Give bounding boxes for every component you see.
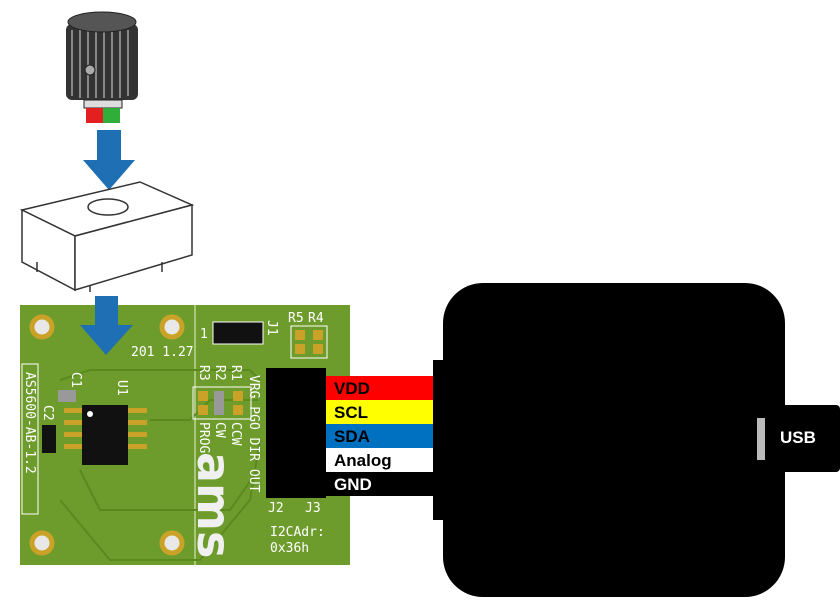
r5-label: R5 [288, 311, 304, 326]
usb-plug-metal [757, 418, 767, 460]
r3-label: R3 [196, 365, 211, 381]
prog-label: PROG [196, 422, 211, 453]
i2c-address-label: I2CAdr: [270, 525, 325, 540]
ams-logo: ams [187, 452, 241, 558]
pin1-label: 1 [200, 327, 208, 342]
r2-label: R2 [212, 365, 227, 381]
usb-plug [765, 405, 840, 472]
wire-sda [326, 424, 435, 448]
c2-label: C2 [40, 405, 55, 421]
wire-gnd [326, 472, 435, 496]
magnet-knob [66, 11, 138, 123]
r4-label: R4 [308, 311, 324, 326]
wire-vdd [326, 376, 435, 400]
j3-label: J3 [305, 501, 321, 516]
wire-label-analog: Analog [334, 451, 392, 470]
arrow-down-icon [83, 130, 135, 190]
i2c-address-value: 0x36h [270, 541, 309, 556]
wire-label-sda: SDA [334, 427, 370, 446]
wire-analog [326, 448, 435, 472]
chip-label: U1 [114, 380, 129, 396]
pcb-date: 201 1.27 [131, 345, 194, 360]
connector-header [266, 368, 326, 498]
c1-label: C1 [68, 372, 83, 388]
ccw-label: CCW [228, 422, 243, 446]
r1-label: R1 [228, 365, 243, 381]
cw-label: CW [212, 422, 227, 438]
wire-label-vdd: VDD [334, 379, 370, 398]
arrow-down-icon [80, 296, 133, 355]
j1-label: J1 [264, 320, 279, 336]
j2-label: J2 [268, 501, 284, 516]
wire-scl [326, 400, 435, 424]
wire-label-scl: SCL [334, 403, 368, 422]
pin-labels: VRG PGO DIR OUT [246, 375, 261, 493]
usb-programmer-box [443, 283, 785, 597]
usb-label: USB [780, 428, 816, 447]
board-name: AS5600-AB-1.2 [22, 372, 37, 474]
magnet-holder [19, 181, 195, 292]
wire-label-gnd: GND [334, 475, 372, 494]
